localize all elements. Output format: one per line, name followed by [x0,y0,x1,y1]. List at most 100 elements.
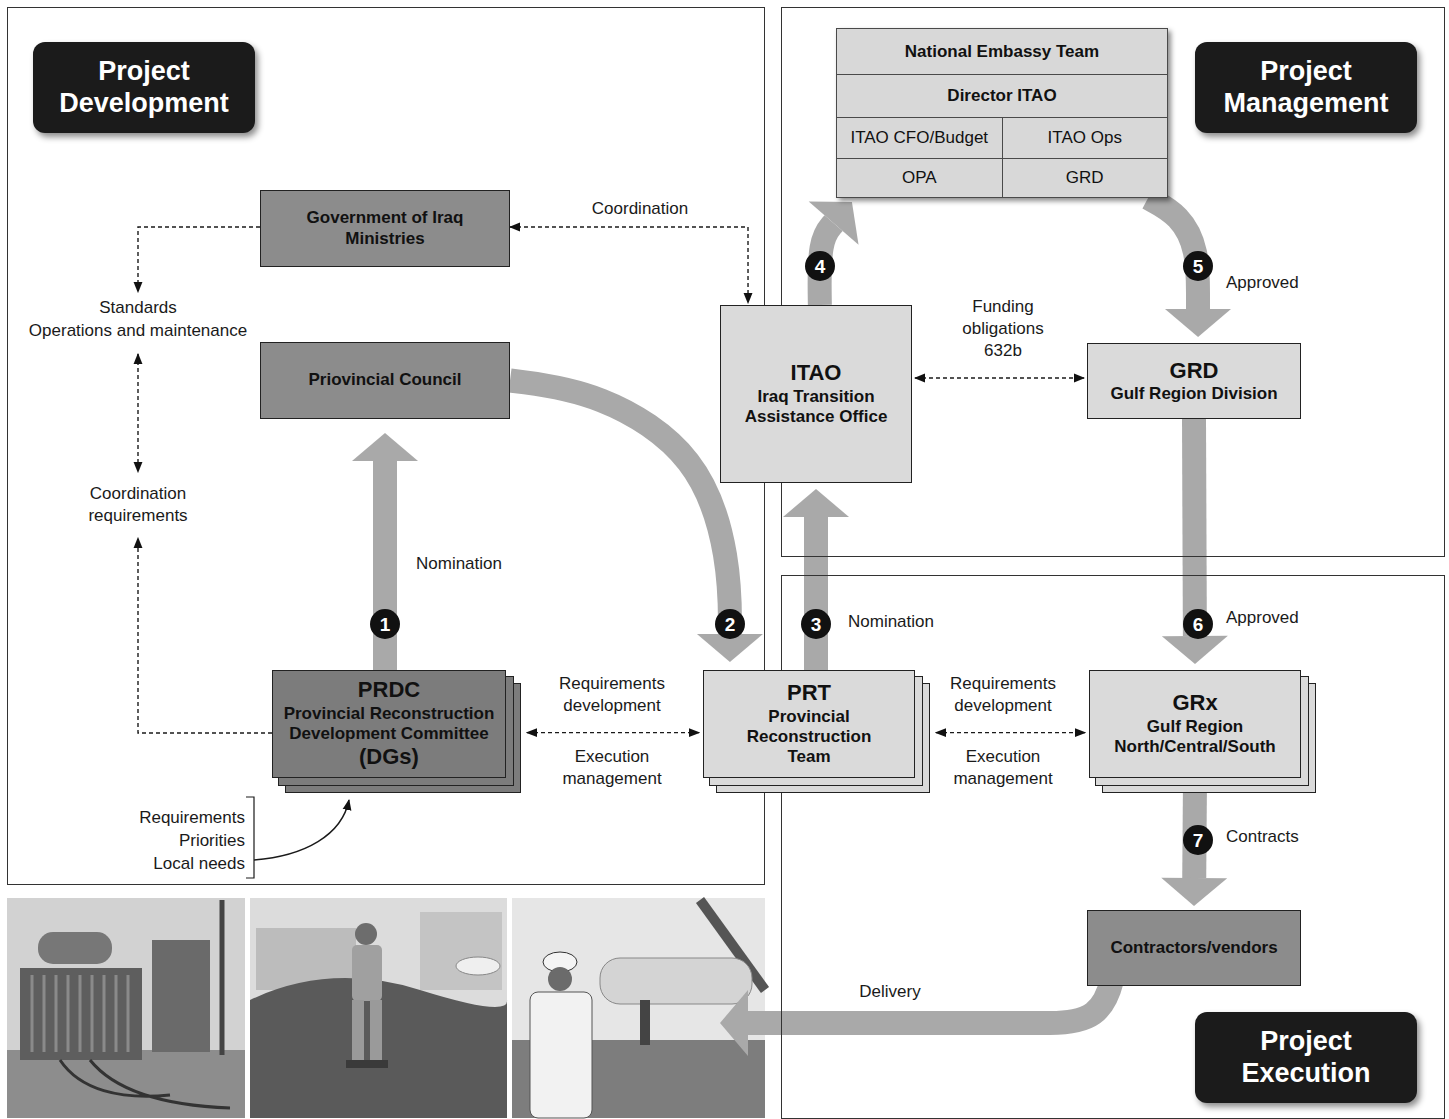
worker-far [640,1000,650,1045]
note-text: Coordination requirements [73,483,203,527]
photo-worker [512,898,765,1118]
label-anchor: 4 [805,251,835,281]
dashed-connector [915,377,1084,378]
transformer-body [20,968,142,1060]
panel-heading: Project Management [1195,42,1417,133]
photo-sky [250,898,507,1118]
panel-region: Project ExecutionGRxGulf Region North/Ce… [781,575,1445,1119]
label-anchor: Delivery [840,981,940,1003]
edge-label: Requirements development [941,673,1066,717]
callout-number: 1 [370,609,400,639]
callout-number: 5 [1183,251,1213,281]
process-box: ITAOIraq Transition Assistance Office [720,305,912,483]
label-anchor: Requirements development [941,673,1066,717]
thick-arrow-shaft [746,980,1112,1023]
stacked-process-box: PRTProvincial Reconstruction Team [703,670,915,778]
photo-sky [7,898,245,1118]
transformer-unit [152,940,210,1052]
callout-number: 6 [1183,609,1213,639]
table-cell: GRD [1003,159,1168,197]
connector [915,377,1084,378]
label-anchor: Funding obligations 632b [948,296,1058,362]
label-anchor: Approved [1226,607,1299,629]
edge-label: Coordination [570,198,710,220]
stacked-process-box: PRDCProvincial Reconstruction Developmen… [272,670,506,778]
leader-arrow [254,800,349,860]
connector [1162,419,1228,664]
transformer-tank [38,932,112,964]
photo-sky [512,898,765,1118]
car [456,957,500,975]
table-cell: OPA [837,159,1002,197]
soldier-body [352,945,382,1001]
label-anchor: Execution management [941,746,1066,790]
node-text: Gulf Region North/Central/South [1096,717,1294,758]
thick-arrow-head [352,433,418,461]
process-box: Contractors/vendors [1087,910,1301,986]
node-title: Contractors/vendors [1110,938,1277,958]
table-cell: Director ITAO [837,75,1167,117]
edge-label: Approved [1226,607,1299,629]
thick-arrow-head [809,202,859,245]
thick-arrow-head [1165,309,1231,337]
process-box: Government of Iraq Ministries [260,190,510,267]
label-anchor: Requirements development [550,673,675,717]
org-table: National Embassy TeamDirector ITAOITAO C… [836,28,1168,198]
label-anchor: 2 [715,609,745,639]
note-text: Local needs [153,853,245,875]
label-anchor: Execution management [550,746,675,790]
note-text: Execution management [550,746,675,790]
connector [1148,198,1231,337]
thick-arrow-shaft [804,517,828,670]
table-cell: ITAO CFO/Budget [837,118,1002,158]
connector [1161,778,1227,906]
node-text: Iraq Transition Assistance Office [727,387,905,428]
label-anchor: 3 [801,609,831,639]
cables [60,1060,230,1108]
dashed-connector [936,732,1085,733]
note-text: Delivery [840,981,940,1003]
label-anchor: Requirements [139,807,245,829]
thick-arrow-shaft [1182,419,1207,636]
thick-arrow-shaft [510,381,730,635]
table-cell: National Embassy Team [837,29,1167,74]
edge-label: Nomination [848,611,934,633]
node-text: (DGs) [359,744,419,770]
dashed-leader [137,354,138,472]
label-anchor: 5 [1183,251,1213,281]
panel-heading: Project Development [33,42,255,133]
bracket [246,797,254,878]
node-title: Government of Iraq Ministries [285,208,485,249]
building [420,912,502,990]
label-anchor: 1 [370,609,400,639]
boots [346,1060,388,1068]
dashed-leader [138,227,260,292]
label-anchor: 6 [1183,609,1213,639]
note-text: Requirements [139,807,245,829]
edge-label: Approved [1226,272,1299,294]
photo-transformer [7,898,245,1118]
node-title: PRDC [358,677,420,703]
photo-ground [7,1050,245,1118]
edge-label: Contracts [1226,826,1299,848]
label-anchor: Local needs [153,853,245,875]
node-title: Priovincial Council [308,370,461,390]
dashed-leader [138,538,272,733]
node-text: Provincial Reconstruction Development Co… [279,704,499,745]
soldier-leg [352,1000,364,1062]
edge-label: Nomination [416,553,502,575]
edge-label: Requirements development [550,673,675,717]
connector [352,433,418,670]
helmet [355,923,377,945]
thick-arrow-head [1161,878,1227,906]
node-text: Provincial Reconstruction Team [734,707,884,768]
label-anchor: Nomination [848,611,934,633]
table-cell: ITAO Ops [1003,118,1168,158]
callout-number: 4 [805,251,835,281]
panel-heading: Project Execution [1195,1012,1417,1103]
note-text: Operations and maintenance [13,320,263,342]
face [548,967,572,991]
label-anchor: Contracts [1226,826,1299,848]
note-text: Priorities [179,830,245,852]
